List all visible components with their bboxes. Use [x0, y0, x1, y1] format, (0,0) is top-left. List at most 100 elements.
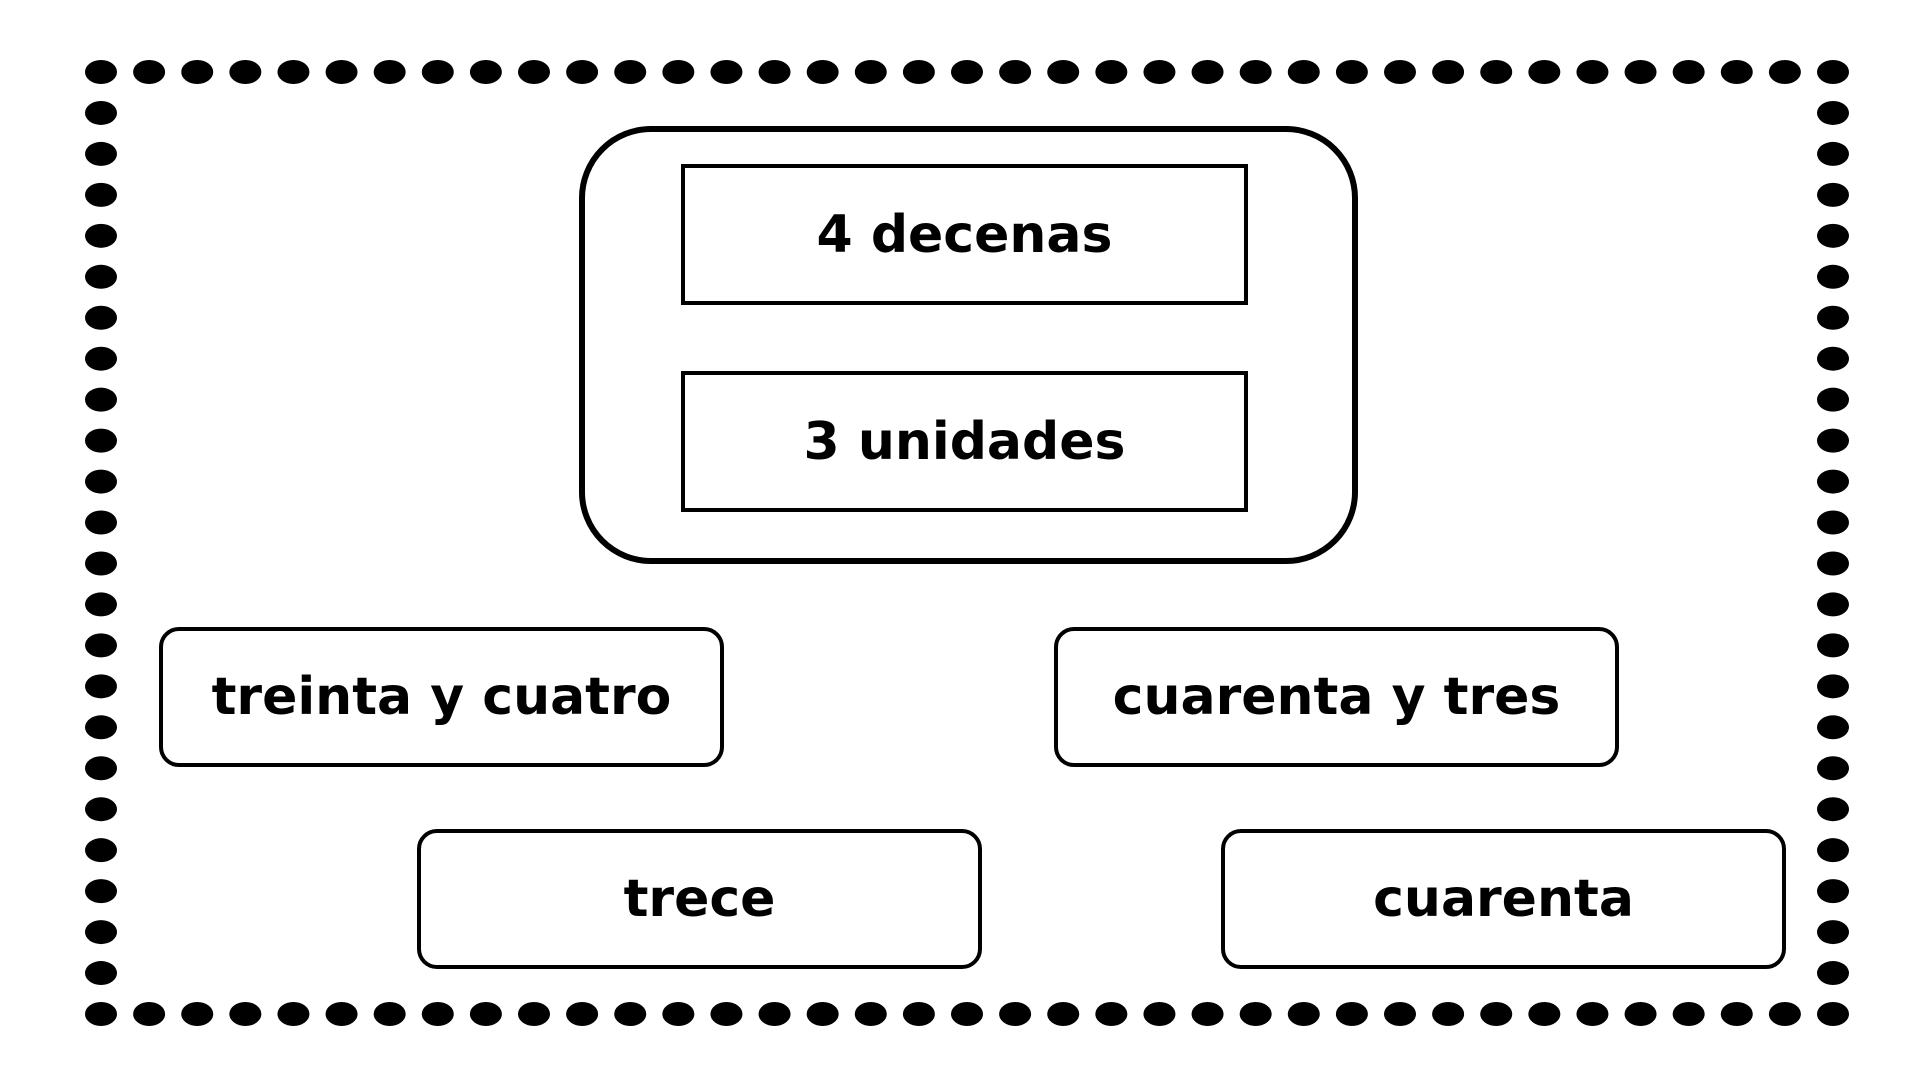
frame-dot [1817, 838, 1849, 863]
frame-dot [85, 510, 117, 535]
frame-dot [1672, 60, 1705, 84]
frame-dot [229, 1002, 262, 1026]
frame-dot [518, 60, 550, 84]
frame-dot [1191, 1002, 1224, 1026]
frame-dot [85, 60, 117, 84]
frame-dot [85, 715, 117, 740]
frame-dot [1624, 1002, 1657, 1026]
frame-dot [1817, 633, 1849, 658]
frame-dot [1817, 920, 1849, 945]
frame-dot [85, 838, 117, 863]
frame-dot [1287, 1002, 1320, 1026]
frame-dot [325, 1002, 358, 1026]
frame-dot [758, 1002, 791, 1026]
frame-dot [1817, 551, 1849, 576]
frame-dot [133, 60, 166, 84]
frame-dot [1672, 1002, 1705, 1026]
frame-dot [133, 1002, 166, 1026]
frame-dot [1817, 1002, 1849, 1026]
frame-dot [806, 1002, 839, 1026]
frame-dot [85, 182, 117, 207]
frame-dot [85, 469, 117, 494]
frame-dot [1528, 60, 1561, 84]
frame-dot [614, 1002, 647, 1026]
frame-dot [1384, 1002, 1416, 1026]
frame-dot [85, 264, 117, 289]
frame-dot [1480, 1002, 1513, 1026]
answer-option-trece[interactable]: trece [417, 829, 982, 969]
frame-dot [1817, 592, 1849, 617]
frame-dot [85, 592, 117, 617]
frame-dot [85, 1002, 117, 1026]
frame-dot [1817, 264, 1849, 289]
frame-dot [1817, 469, 1849, 494]
frame-dot [951, 1002, 983, 1026]
frame-dot [1768, 1002, 1801, 1026]
frame-dot [1335, 60, 1368, 84]
frame-dot [1047, 60, 1080, 84]
frame-dot [518, 1002, 550, 1026]
frame-dot [1817, 141, 1849, 166]
tens-prompt: 4 decenas [681, 164, 1248, 305]
frame-dot [229, 60, 262, 84]
frame-dot [1720, 60, 1753, 84]
frame-dot [710, 1002, 743, 1026]
answer-option-treinta-y-cuatro[interactable]: treinta y cuatro [159, 627, 724, 767]
frame-dot [1624, 60, 1657, 84]
frame-dot [1817, 756, 1849, 781]
frame-dot [1817, 674, 1849, 699]
frame-dot [85, 756, 117, 781]
frame-dot [85, 100, 117, 125]
frame-dot [85, 797, 117, 822]
frame-dot [373, 1002, 406, 1026]
frame-dot [1335, 1002, 1368, 1026]
frame-dot [1432, 60, 1465, 84]
answer-option-cuarenta-y-tres[interactable]: cuarenta y tres [1054, 627, 1619, 767]
frame-dot [373, 60, 406, 84]
frame-dot [421, 60, 454, 84]
frame-dot [1817, 100, 1849, 125]
frame-dot [1817, 715, 1849, 740]
frame-dot [421, 1002, 454, 1026]
frame-dot [85, 961, 117, 986]
frame-dot [85, 551, 117, 576]
frame-dot [1576, 60, 1609, 84]
frame-dot [1720, 1002, 1753, 1026]
frame-dot [1576, 1002, 1609, 1026]
frame-dot [85, 223, 117, 248]
frame-dot [902, 60, 935, 84]
frame-dot [1287, 60, 1320, 84]
frame-dot [758, 60, 791, 84]
frame-dot [1817, 182, 1849, 207]
frame-dot [902, 1002, 935, 1026]
frame-dot [1384, 60, 1416, 84]
frame-dot [469, 1002, 502, 1026]
frame-dot [1817, 387, 1849, 412]
frame-dot [662, 60, 695, 84]
frame-dot [1191, 60, 1224, 84]
frame-dot [1817, 797, 1849, 822]
frame-dot [1817, 60, 1849, 84]
frame-dot [1817, 305, 1849, 330]
frame-dot [181, 1002, 214, 1026]
frame-dot [85, 387, 117, 412]
frame-dot [1817, 879, 1849, 904]
frame-dot [1095, 60, 1128, 84]
frame-dot [1528, 1002, 1561, 1026]
frame-dot [854, 60, 887, 84]
frame-dot [1047, 1002, 1080, 1026]
frame-dot [854, 1002, 887, 1026]
units-prompt: 3 unidades [681, 371, 1248, 512]
frame-dot [1817, 346, 1849, 371]
frame-dot [951, 60, 983, 84]
frame-dot [1817, 961, 1849, 986]
answer-option-cuarenta[interactable]: cuarenta [1221, 829, 1786, 969]
frame-dot [1239, 60, 1272, 84]
frame-dot [1480, 60, 1513, 84]
frame-dot [1817, 510, 1849, 535]
frame-dot [1143, 1002, 1176, 1026]
frame-dot [1239, 1002, 1272, 1026]
frame-dot [85, 633, 117, 658]
